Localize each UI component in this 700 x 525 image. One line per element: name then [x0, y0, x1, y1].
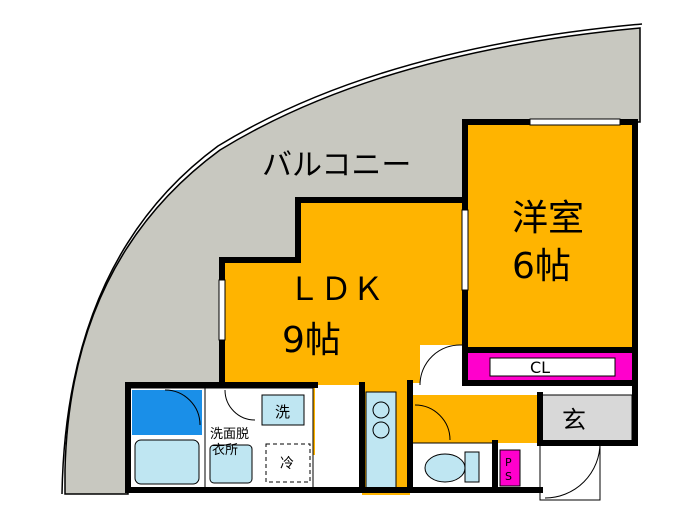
ldk-name: ＬＤＫ	[288, 270, 384, 308]
ldk-size: 9帖	[282, 320, 341, 361]
ps-label-line1: P	[505, 456, 512, 469]
entrance	[539, 394, 633, 444]
balcony-label: バルコニー	[262, 148, 411, 183]
closet-label: CL	[530, 358, 550, 377]
ps-label-line2: S	[505, 470, 512, 483]
sink	[209, 444, 253, 484]
entrance-label: 玄	[562, 406, 586, 434]
western-name: 洋室	[512, 198, 584, 239]
washroom-label-line1: 洗面脱	[210, 427, 249, 442]
kitchen-counter	[365, 391, 397, 489]
ps-shaft	[499, 449, 521, 487]
fridge-space	[265, 443, 311, 483]
western-size: 6帖	[512, 246, 571, 287]
western-room	[465, 122, 635, 350]
fridge-label: 冷	[280, 456, 294, 472]
washroom-label-line2: 衣所	[212, 442, 238, 458]
washer-label: 洗	[275, 403, 290, 421]
toilet	[424, 453, 466, 483]
washer-space	[261, 394, 305, 426]
bathtub	[134, 439, 200, 485]
